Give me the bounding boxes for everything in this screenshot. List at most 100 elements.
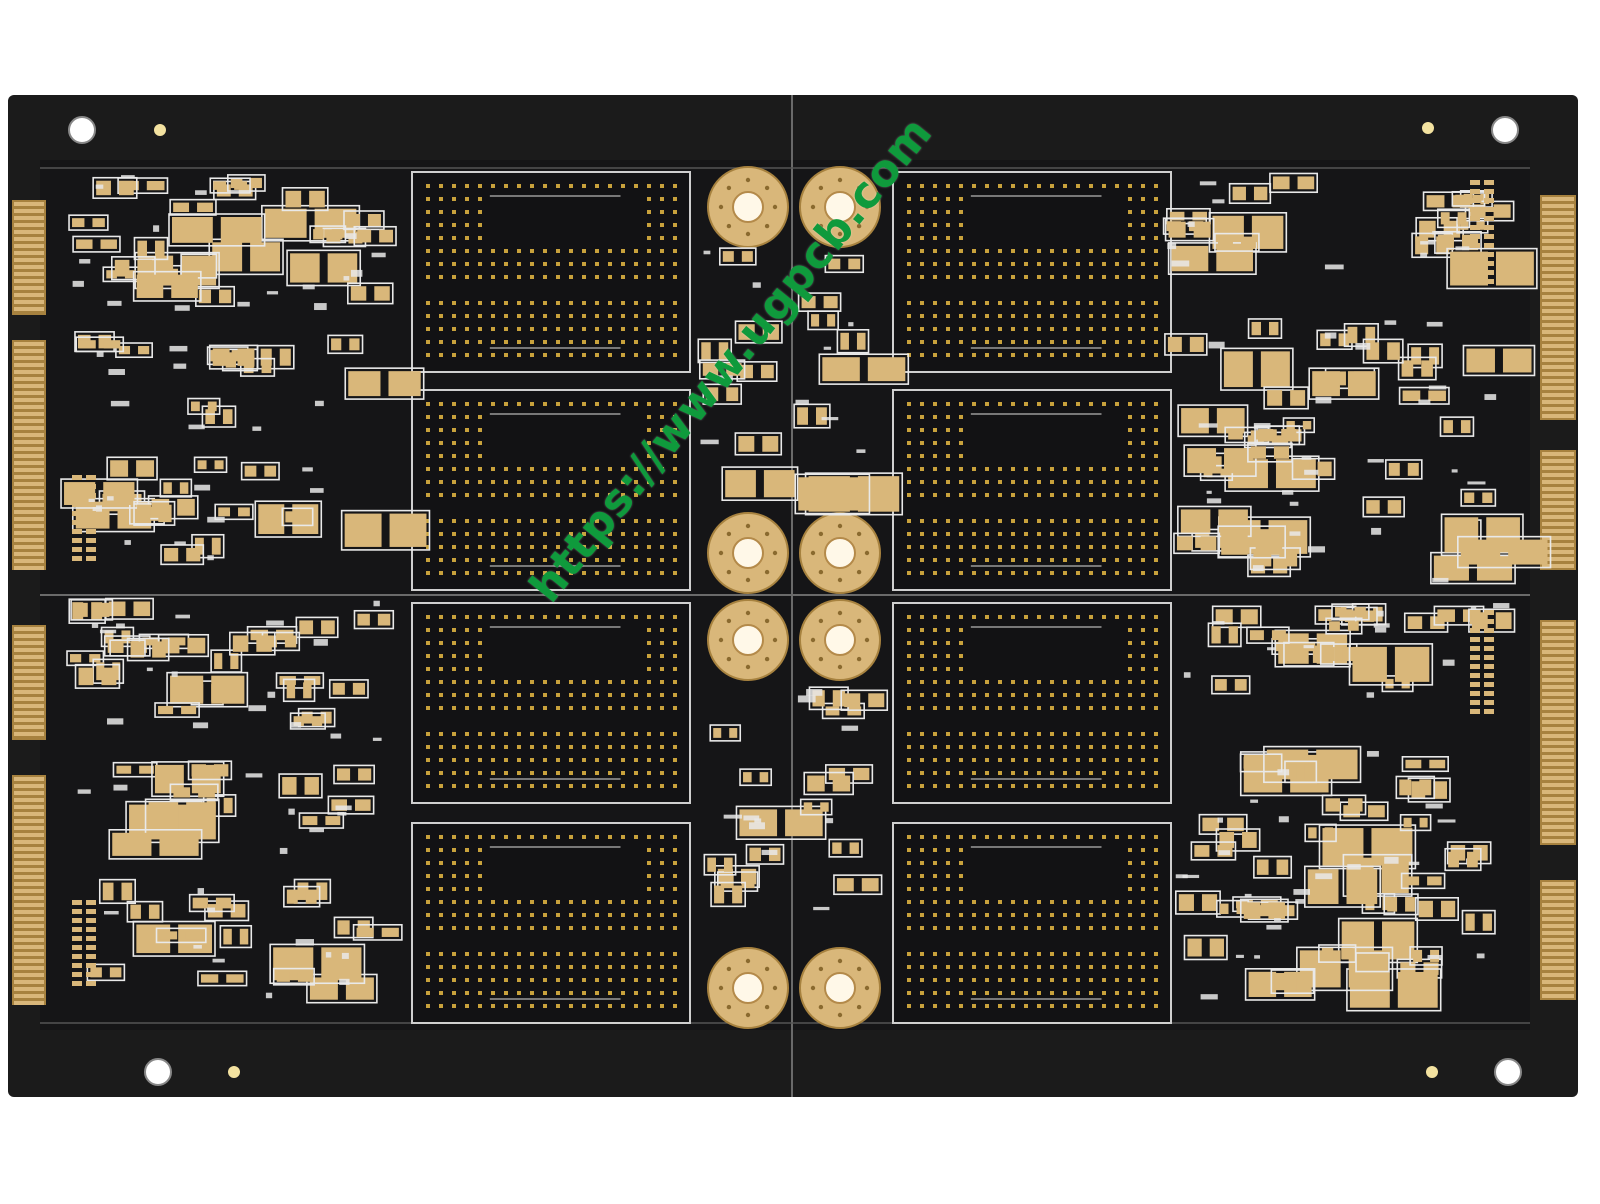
bga-pad xyxy=(452,848,456,852)
bga-pad xyxy=(478,571,482,575)
via-dot xyxy=(726,618,732,624)
bga-pad xyxy=(426,519,430,523)
bga-pad xyxy=(647,628,651,632)
bga-pad xyxy=(621,301,625,305)
bga-pad xyxy=(1141,654,1145,658)
bga-pad xyxy=(465,732,469,736)
bga-pad xyxy=(426,680,430,684)
bga-pad xyxy=(998,784,1002,788)
bga-pad xyxy=(1024,732,1028,736)
silk-mark xyxy=(1470,606,1477,613)
bga-pad xyxy=(621,545,625,549)
bga-pad xyxy=(452,913,456,917)
bga-pad xyxy=(543,493,547,497)
bga-pad xyxy=(543,745,547,749)
silk-outline xyxy=(745,843,785,865)
bga-pad xyxy=(426,1004,430,1008)
smd-pad xyxy=(152,641,166,658)
bga-pad xyxy=(478,926,482,930)
gold-finger xyxy=(1542,650,1574,654)
bga-pad xyxy=(933,402,937,406)
silk-outline xyxy=(840,689,889,711)
bga-pad xyxy=(1011,835,1015,839)
bga-pad xyxy=(1089,965,1093,969)
bga-pad xyxy=(985,327,989,331)
bga-pad xyxy=(673,784,677,788)
silk-outline xyxy=(1220,347,1294,391)
bga-pad xyxy=(1011,952,1015,956)
bga-pad xyxy=(569,275,573,279)
bga-pad xyxy=(595,493,599,497)
bga-pad xyxy=(439,467,443,471)
silk-mark xyxy=(823,346,832,350)
bga-pad xyxy=(998,978,1002,982)
bga-pad xyxy=(569,680,573,684)
silk-outline xyxy=(126,900,164,923)
bga-pad xyxy=(530,493,534,497)
gold-finger xyxy=(14,945,44,949)
bga-pad xyxy=(569,978,573,982)
silk-outline xyxy=(1400,872,1446,890)
bga-pad xyxy=(673,197,677,201)
component-cluster-left-low xyxy=(60,456,431,566)
bga-pad xyxy=(504,402,508,406)
bga-pad xyxy=(452,861,456,865)
pad-hole xyxy=(732,972,764,1004)
gold-finger xyxy=(1542,316,1574,320)
bga-pad xyxy=(998,965,1002,969)
gold-finger xyxy=(14,966,44,970)
gold-finger xyxy=(14,861,44,865)
silk-mark xyxy=(806,689,823,696)
pad-strip-right-top xyxy=(1470,180,1494,284)
bga-pad xyxy=(452,978,456,982)
via-dot xyxy=(818,1004,824,1010)
bga-pad xyxy=(1154,926,1158,930)
silk-mark xyxy=(116,623,125,629)
bga-pad xyxy=(1102,745,1106,749)
smd-pad xyxy=(1428,390,1446,402)
bga-pad xyxy=(920,545,924,549)
bga-pad xyxy=(1154,784,1158,788)
bga-pad xyxy=(426,978,430,982)
silk-outline xyxy=(1383,893,1419,916)
smd-pad xyxy=(184,257,195,275)
silk-outline xyxy=(227,174,266,192)
bga-pad xyxy=(556,467,560,471)
silk-mark xyxy=(1303,645,1314,649)
strip-pad xyxy=(1484,610,1494,615)
silk-outline xyxy=(1446,247,1538,290)
silk-mark xyxy=(723,814,742,819)
bga-pad xyxy=(1115,402,1119,406)
gold-finger xyxy=(1542,487,1574,491)
bga-pad xyxy=(543,1004,547,1008)
strip-pad xyxy=(86,538,96,543)
bga-footprint xyxy=(892,389,1172,591)
smd-pad xyxy=(197,460,207,470)
bga-pad xyxy=(1089,402,1093,406)
smd-pad xyxy=(223,928,232,945)
bga-pad xyxy=(530,519,534,523)
bga-pad xyxy=(543,965,547,969)
bga-pad xyxy=(426,784,430,788)
smd-pad xyxy=(741,875,755,889)
bga-pad xyxy=(621,680,625,684)
bga-pad xyxy=(439,861,443,865)
bga-pad xyxy=(647,887,651,891)
bga-pad xyxy=(920,262,924,266)
bga-pad xyxy=(673,745,677,749)
bga-pad xyxy=(933,467,937,471)
bga-pad xyxy=(907,874,911,878)
strip-pad xyxy=(72,927,82,932)
bga-pad xyxy=(634,965,638,969)
bga-pad xyxy=(1037,991,1041,995)
smd-pad xyxy=(1405,759,1422,769)
via-dot xyxy=(726,531,732,537)
bga-pad xyxy=(452,1004,456,1008)
bga-pad xyxy=(452,952,456,956)
bga-pad xyxy=(972,532,976,536)
bga-pad xyxy=(647,571,651,575)
bga-pad xyxy=(933,545,937,549)
bga-pad xyxy=(1050,965,1054,969)
silk-outline xyxy=(343,210,385,231)
smd-pad xyxy=(1347,371,1376,397)
